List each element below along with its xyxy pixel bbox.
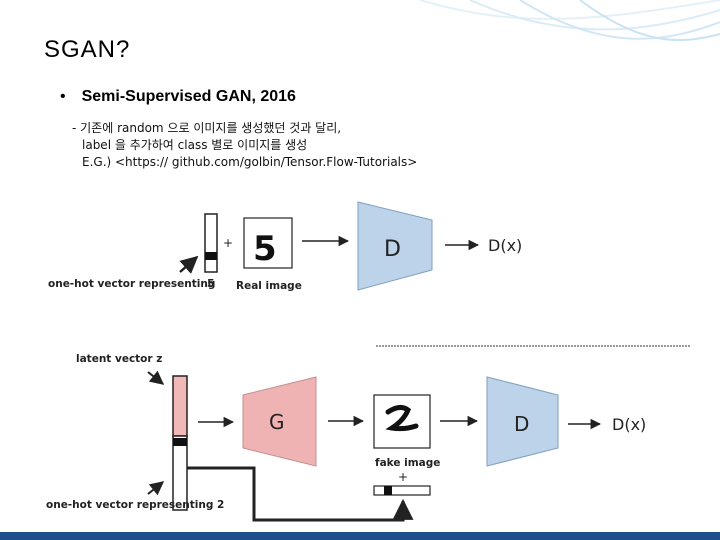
- real-image-label: Real image: [236, 280, 302, 292]
- latent-label: latent vector z: [76, 353, 162, 365]
- fake-onehot-active-cell: [384, 486, 392, 495]
- footer-bar: [0, 532, 720, 540]
- slide-title: SGAN?: [44, 36, 131, 63]
- fake-onehot-vector: [373, 485, 431, 496]
- generator: [242, 376, 317, 467]
- bottom-discriminator-label: D: [514, 412, 529, 436]
- top-onehot-active-cell: [205, 252, 217, 260]
- label-routing-line: [187, 466, 414, 522]
- top-pointer-arrow: [179, 255, 199, 274]
- note-line-3: E.G.) <https:// github.com/golbin/Tensor…: [82, 155, 418, 169]
- top-plus: +: [223, 236, 233, 250]
- top-discriminator: [357, 201, 433, 291]
- note-line-2: label 을 추가하여 class 별로 이미지를 생성: [82, 138, 308, 152]
- bottom-onehot-vector: [172, 435, 188, 511]
- generator-label: G: [269, 410, 285, 434]
- bottom-onehot-pointer: [147, 481, 165, 496]
- decorative-waves: [419, 0, 720, 42]
- bullet-text: Semi-Supervised GAN, 2016: [81, 88, 296, 105]
- real-image-digit: 5: [253, 229, 277, 269]
- bottom-discriminator: [486, 376, 559, 467]
- bullet-heading: • Semi-Supervised GAN, 2016: [60, 88, 296, 106]
- top-output-label: D(x): [488, 236, 522, 255]
- top-onehot-label: one-hot vector representing: [48, 278, 215, 290]
- real-image-box: [243, 217, 293, 269]
- bottom-onehot-label: one-hot vector representing 2: [46, 499, 224, 511]
- bottom-plus: +: [398, 470, 408, 484]
- fake-image-label: fake image: [375, 457, 440, 469]
- fake-image-digit: [385, 404, 419, 432]
- bottom-onehot-active-cell: [173, 438, 187, 446]
- note-line-1: - 기존에 random 으로 이미지를 생성했던 것과 달리,: [72, 121, 342, 135]
- latent-vector: [172, 375, 188, 437]
- top-discriminator-label: D: [384, 237, 401, 262]
- bullet-symbol: •: [60, 88, 66, 105]
- latent-pointer-arrow: [147, 370, 165, 385]
- top-onehot-digit: 5: [207, 277, 215, 290]
- top-onehot-vector: [204, 213, 218, 273]
- bottom-output-label: D(x): [612, 415, 646, 434]
